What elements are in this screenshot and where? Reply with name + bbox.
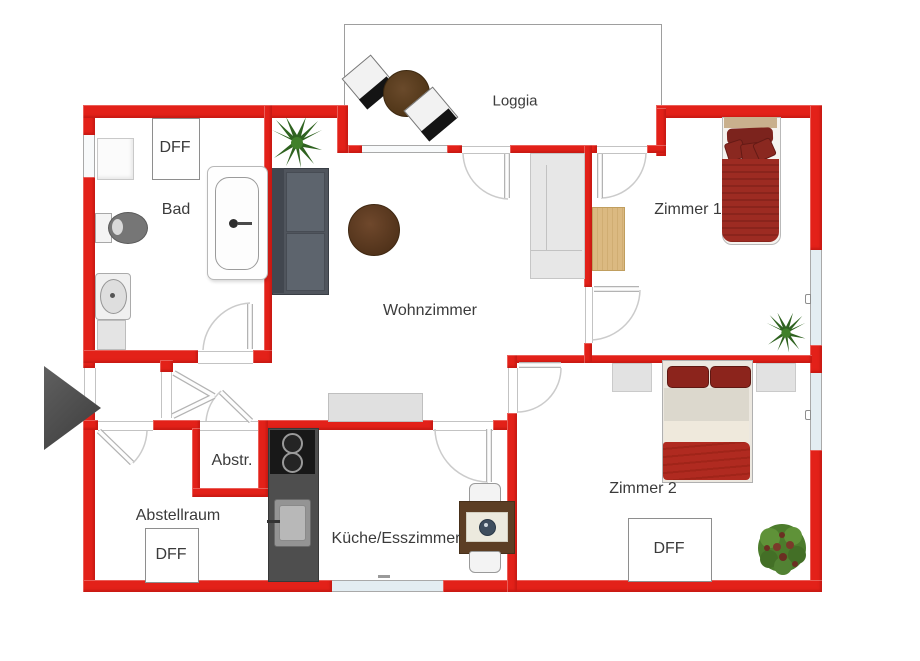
wall-abstr-right (258, 420, 268, 497)
wardrobe-seam-h (531, 250, 582, 251)
abstellraum-dff-rect (145, 528, 199, 583)
zimmer1-window (810, 250, 822, 345)
hall-cased-opening (161, 372, 172, 418)
wall-entrance-stub (160, 360, 173, 372)
wall-loggia-c (510, 145, 597, 153)
double-bed-sheet (664, 421, 749, 443)
wall-top-left (83, 105, 348, 118)
shower-box-icon (97, 138, 134, 180)
wall-zimmer2-top (507, 355, 812, 363)
kitchen-window-handle (378, 575, 390, 578)
wall-hall-d (493, 420, 510, 430)
plant-icon (272, 117, 322, 168)
wall-abstr-left (192, 428, 200, 497)
wall-loggia-a (348, 145, 362, 153)
zimmer2-window (810, 373, 822, 450)
loggia-wohnzimmer-door-opening (462, 146, 510, 154)
toilet-seat-highlight (112, 219, 123, 235)
zimmer1-wohnzimmer-door-opening (585, 287, 593, 343)
wall-zimmer1-left-lower (584, 343, 592, 363)
bad-door-opening (198, 351, 253, 364)
wall-hall-c (258, 420, 433, 430)
zimmer1-loggia-door-opening (597, 146, 647, 154)
wall-bad-bottom-b (253, 350, 272, 363)
bad-dff-rect (152, 118, 200, 180)
dining-bowl-highlight (484, 523, 488, 527)
sofa-cushion-top (286, 172, 325, 232)
wall-top-right (656, 105, 822, 118)
wall-hall-a (83, 420, 98, 430)
bad-dff-label: DFF (159, 139, 191, 156)
zimmer1-label: Zimmer 1 (654, 201, 722, 218)
double-bed-pillow-right (710, 366, 751, 388)
wall-bottom-left (83, 580, 332, 592)
kueche-label: Küche/Esszimmer (331, 530, 461, 547)
sideboard-icon (328, 393, 423, 422)
sink-drain-dot (110, 293, 115, 298)
washer-box-icon (97, 320, 126, 350)
sofa-back (272, 168, 284, 293)
abstellraum-dff-label: DFF (155, 546, 187, 563)
wall-loggia-connector-right (656, 108, 666, 156)
abstellraum-label: Abstellraum (135, 507, 221, 524)
single-bed-headboard (724, 117, 777, 128)
loggia-window (362, 145, 447, 153)
wall-right-upper (810, 105, 822, 250)
window-handle-icon (805, 294, 811, 304)
coffee-table-icon (348, 204, 400, 256)
wardrobe-icon (530, 153, 585, 279)
wall-bad-bottom-a (83, 350, 198, 363)
double-bed-sheet-top (664, 388, 749, 421)
nightstand-right-icon (756, 363, 796, 392)
abstr-label: Abstr. (211, 452, 253, 469)
dining-placemat (466, 512, 508, 542)
nightstand-left-icon (612, 363, 652, 392)
tree-icon (758, 524, 806, 575)
kitchen-sink-basin (279, 505, 306, 541)
wall-loggia-connector-left (337, 105, 348, 153)
abstellraum-door-opening (98, 421, 153, 431)
stove-burner-2 (282, 452, 303, 473)
zimmer2-dff-rect (628, 518, 712, 582)
kueche-window (332, 580, 443, 592)
window-handle-icon (805, 410, 811, 420)
wall-loggia-d (647, 145, 666, 153)
wall-right-jog (810, 345, 822, 373)
abstr-door-opening (200, 421, 258, 431)
zimmer2-dff-label: DFF (653, 540, 685, 557)
bad-label: Bad (161, 201, 191, 218)
wardrobe-seam-v (546, 165, 547, 251)
wall-zimmer1-left-upper (584, 145, 592, 287)
bad-window (83, 135, 95, 177)
zimmer2-label: Zimmer 2 (609, 480, 677, 497)
kitchen-faucet-icon (267, 520, 280, 523)
wall-zimmer2-left-stub (507, 355, 517, 368)
zimmer2-door-opening (508, 368, 518, 413)
dining-bowl-icon (479, 519, 496, 536)
kueche-door-opening (433, 421, 493, 431)
wall-left-middle (83, 177, 95, 368)
wohnzimmer-label: Wohnzimmer (383, 302, 477, 319)
double-bed-pillow-left (667, 366, 709, 388)
sofa-cushion-bottom (286, 233, 325, 291)
stove-burner-1 (282, 433, 303, 454)
desk-icon (592, 207, 625, 271)
wall-hall-b (153, 420, 200, 430)
wall-loggia-b (447, 145, 462, 153)
single-bed-blanket (722, 159, 779, 242)
wall-bad-right (264, 105, 272, 363)
double-bed-blanket (663, 442, 750, 480)
wall-right-lower (810, 450, 822, 592)
wall-bottom-right (443, 580, 822, 592)
wall-left-lower (83, 412, 95, 592)
bathtub-faucet-icon (229, 219, 238, 228)
plant-icon (766, 312, 806, 353)
loggia-label: Loggia (492, 92, 538, 110)
dining-chair-bottom-icon (469, 551, 501, 573)
bathtub-faucet-spout (238, 222, 252, 225)
wall-abstr-bottom (192, 488, 268, 497)
